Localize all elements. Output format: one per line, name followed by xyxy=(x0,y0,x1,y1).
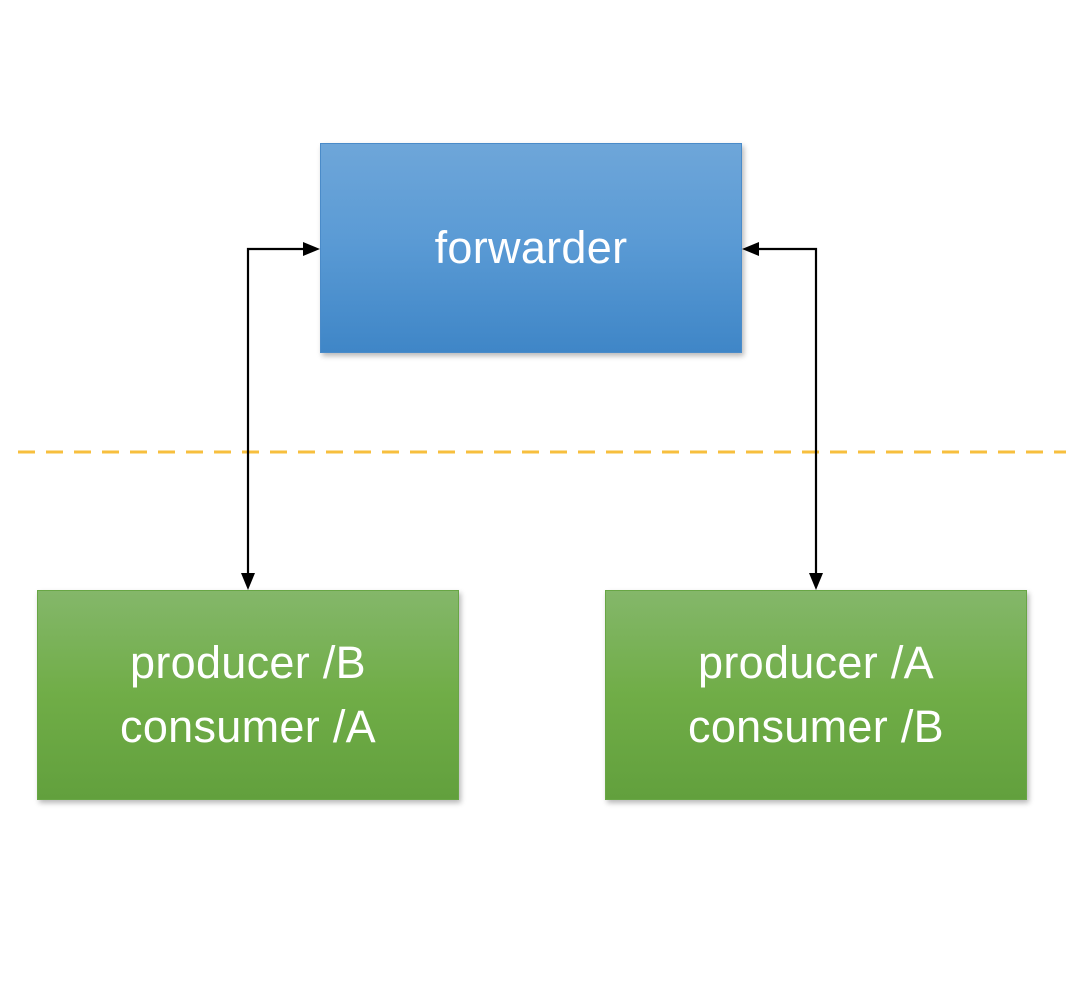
right-peer-producer-label: producer /A xyxy=(698,637,934,688)
left-peer-producer-label: producer /B xyxy=(130,637,366,688)
left-peer-node[interactable]: producer /B consumer /A xyxy=(37,590,459,800)
connector-right xyxy=(752,247,818,579)
arrowhead-right-to-node xyxy=(809,573,823,590)
left-peer-consumer-label: consumer /A xyxy=(120,701,376,752)
forwarder-node[interactable]: forwarder xyxy=(320,143,742,353)
arrowhead-left-to-node xyxy=(241,573,255,590)
connector-left xyxy=(246,247,310,579)
arrowhead-right-to-forwarder xyxy=(742,242,759,256)
right-peer-node[interactable]: producer /A consumer /B xyxy=(605,590,1027,800)
forwarder-label: forwarder xyxy=(434,222,628,273)
right-peer-consumer-label: consumer /B xyxy=(688,701,944,752)
arrowhead-left-to-forwarder xyxy=(303,242,320,256)
